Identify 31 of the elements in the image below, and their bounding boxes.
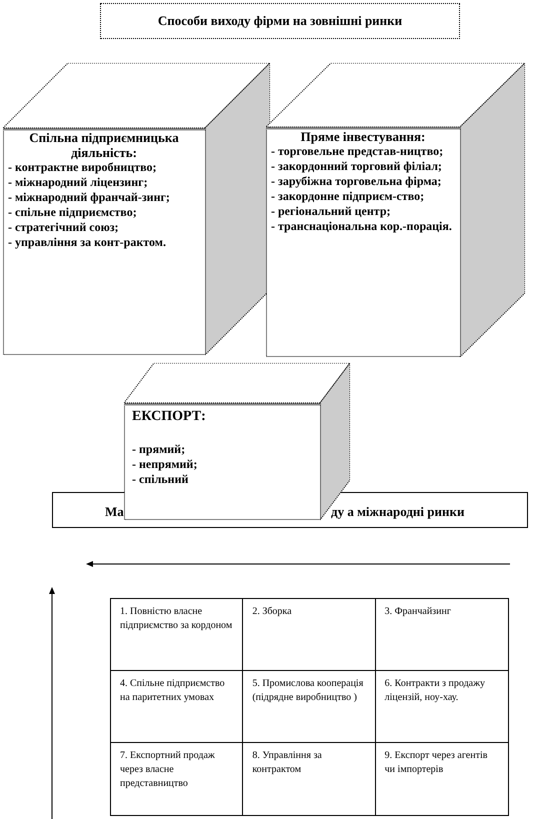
- box-heading: Спільна підприємницька діяльність:: [28, 130, 180, 160]
- list-item: - прямий;: [132, 442, 186, 457]
- list-item: - зарубіжна торговельна фірма;: [271, 174, 442, 189]
- list-item: - закордонний торговий філіал;: [271, 159, 443, 174]
- cell-text: 2. Зборка: [252, 605, 293, 619]
- list-item: - міжнародний франчай-зинг;: [8, 190, 171, 205]
- list-item: - міжнародний ліцензинг;: [8, 175, 149, 190]
- banner-text: Ма: [105, 503, 124, 521]
- list-item: - управління за конт-рактом.: [8, 235, 167, 250]
- cell-text: 8. Управління за контрактом: [252, 749, 323, 777]
- list-item: - контрактне виробництво;: [8, 160, 158, 175]
- list-item: - спільне підприємство;: [8, 205, 138, 220]
- cell-text: 4. Спільне підприємство на паритетних умовах: [120, 677, 226, 705]
- box-heading: ЕКСПОРТ:: [132, 409, 207, 424]
- list-item: - закордонне підприєм-ство;: [271, 189, 426, 204]
- cell-text: 5. Промислова кооперація (підрядне виробництво ): [252, 677, 364, 705]
- cell-text: 6. Контракти з продажу ліцензій, ноу-хау.: [384, 677, 486, 705]
- list-item: - транснаціональна кор.-порація.: [271, 219, 453, 234]
- list-item: - непрямий;: [132, 457, 198, 472]
- box-heading: Пряме інвестування:: [300, 129, 426, 144]
- banner-text: ду а міжнародні ринки: [331, 503, 464, 521]
- title-box: [100, 3, 460, 39]
- cell-text: 9. Експорт через агентів чи імпортерів: [384, 749, 488, 777]
- cell-text: 3. Франчайзинг: [384, 605, 452, 619]
- list-item: - торговельне представ-ництво;: [271, 144, 444, 159]
- cell-text: 1. Повністю власне підприємство за кордоном: [120, 605, 234, 633]
- title-text: Способи виходу фірми на зовнішні ринки: [158, 12, 402, 30]
- list-item: - спільний: [132, 472, 190, 487]
- list-item: - стратегічний союз;: [8, 220, 120, 235]
- list-item: - регіональний центр;: [271, 204, 392, 219]
- cell-text: 7. Експортний продаж через власне представництво: [120, 749, 216, 791]
